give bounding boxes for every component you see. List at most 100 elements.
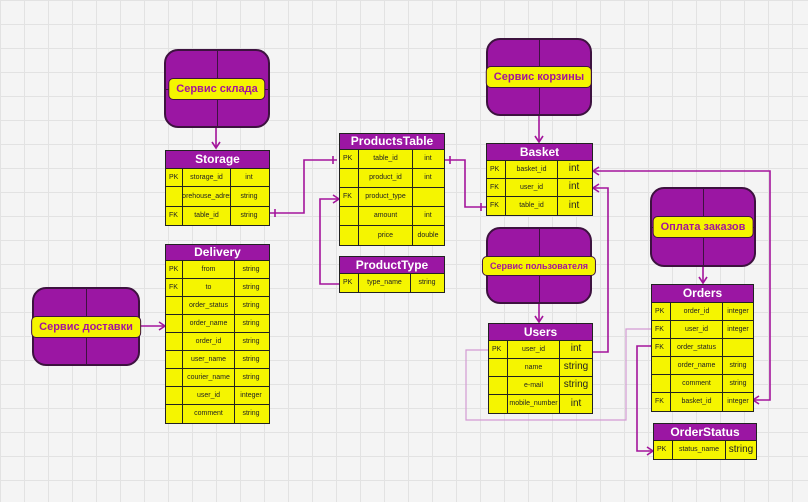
key-cell: FK: [652, 339, 671, 356]
column-type-cell: int: [570, 397, 582, 409]
column-name-cell: user_id: [183, 387, 235, 404]
key-cell: [166, 387, 183, 404]
key-cell: PK: [654, 441, 673, 459]
key-cell: [166, 351, 183, 368]
payment-arrow-head: [698, 276, 708, 285]
key-cell: FK: [166, 207, 183, 225]
basket-orders-link: [593, 170, 771, 401]
key-cell: FK: [166, 279, 183, 296]
column-type-cell: string: [242, 265, 260, 273]
column-type-cell: string: [728, 443, 754, 455]
key-cell: [340, 169, 359, 187]
key-cell: [489, 395, 508, 413]
basket-users-crow: [591, 183, 600, 193]
payment-service[interactable]: Оплата заказов: [650, 187, 756, 267]
column-type-cell: string: [242, 355, 260, 363]
products-type-link: [319, 198, 339, 285]
column-name-cell: to: [183, 279, 235, 296]
storage-products-link: [270, 159, 337, 214]
column-type-cell: string: [242, 301, 260, 309]
column-name-cell: order_name: [671, 357, 723, 374]
key-cell: FK: [652, 321, 671, 338]
column-name-cell: product_type: [359, 188, 413, 206]
table-title: ProductsTable: [340, 134, 444, 150]
column-type-cell: string: [240, 192, 258, 200]
column-type-cell: int: [568, 199, 580, 211]
key-cell: [652, 357, 671, 374]
key-cell: PK: [487, 161, 506, 178]
column-name-cell: table_id: [506, 197, 558, 215]
column-type-cell: int: [424, 174, 432, 182]
column-type-cell: string: [563, 379, 589, 391]
table-row[interactable]: courier_name string: [166, 369, 269, 387]
table-title: Orders: [652, 285, 753, 303]
users-orders-link: [465, 328, 651, 421]
key-cell: [340, 226, 359, 245]
key-cell: PK: [489, 341, 508, 358]
storage-service[interactable]: Сервис склада: [164, 49, 270, 128]
column-name-cell: name: [508, 359, 560, 376]
key-cell: [489, 359, 508, 376]
column-type-cell: string: [242, 337, 260, 345]
storage-table[interactable]: StoragePKstorage_idintstorehouse_adresss…: [165, 150, 270, 226]
basket-service[interactable]: Сервис корзины: [485, 38, 593, 116]
table-row[interactable]: storehouse_adressstring: [166, 187, 269, 207]
column-name-cell: table_id: [183, 207, 231, 225]
column-name-cell: courier_name: [183, 369, 235, 386]
key-cell: PK: [652, 303, 671, 320]
column-type-cell: double: [417, 231, 439, 239]
column-name-cell: user_id: [671, 321, 723, 338]
column-type-cell: int: [568, 181, 580, 193]
column-name-cell: from: [183, 261, 235, 278]
key-cell: [166, 297, 183, 314]
users-arrow-head: [534, 315, 544, 324]
column-type-cell: string: [242, 373, 260, 381]
orders-status-link: [636, 345, 653, 452]
key-cell: [652, 375, 671, 392]
column-type-cell: string: [242, 283, 260, 291]
column-name-cell: order_name: [183, 315, 235, 332]
delivery-service[interactable]: Сервис доставки: [31, 287, 141, 366]
table-row[interactable]: order_status string: [166, 297, 269, 315]
users-service[interactable]: Сервис пользователя: [481, 227, 597, 304]
column-name-cell: table_id: [359, 150, 413, 168]
table-title: Users: [489, 324, 592, 341]
column-name-cell: order_status: [183, 297, 235, 314]
